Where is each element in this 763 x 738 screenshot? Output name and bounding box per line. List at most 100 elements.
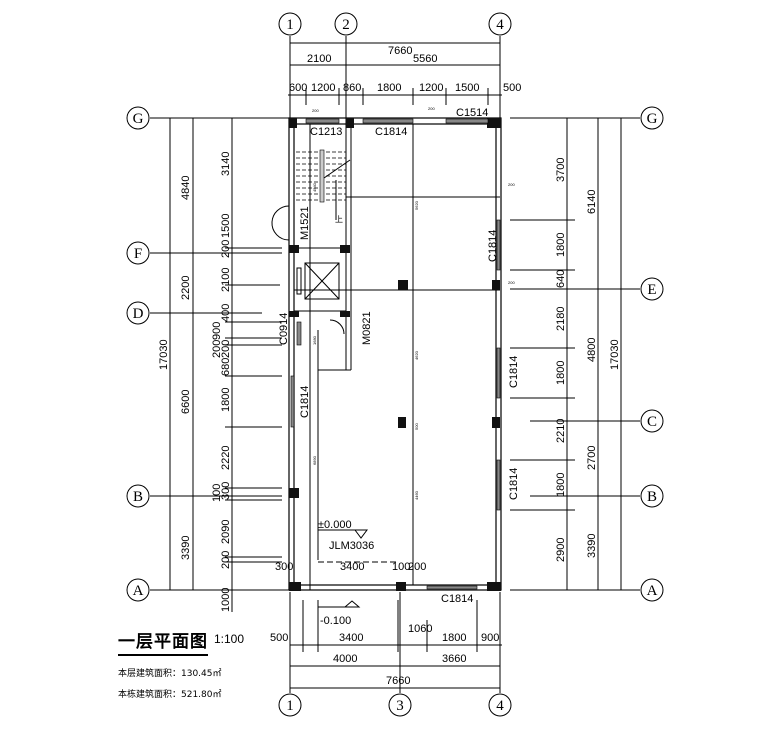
dim-right-sub: 4800 [586, 338, 598, 362]
dim-left-seg: 3140 [220, 152, 232, 176]
small-dim: 200 [508, 280, 515, 285]
axis-bubble-right-A: A [640, 578, 664, 602]
floor-area: 本层建筑面积：130.45㎡ [118, 669, 222, 679]
door-label-m0821: M0821 [361, 311, 373, 345]
doors [271, 205, 396, 608]
axis-bubble-left-G: G [126, 106, 150, 130]
dim-top-seg: 1200 [419, 82, 443, 94]
axis-bubble-bottom-4: 4 [488, 693, 512, 717]
axis-label: 2 [342, 17, 350, 33]
dim-left-sub: 6600 [180, 390, 192, 414]
dim-left-seg: 300 [275, 561, 293, 573]
door-label-m1521: M1521 [299, 206, 311, 240]
dim-right-seg: 2180 [555, 307, 567, 331]
dim-left-seg: 680 [220, 358, 232, 376]
dim-right-seg: 640 [555, 270, 567, 288]
dim-bottom-seg: 500 [270, 632, 288, 644]
dim-left-seg: 100 [211, 484, 223, 502]
dim-left-seg: 2220 [220, 446, 232, 470]
dim-top-sub: 5560 [413, 53, 437, 65]
dim-left-sub: 2200 [180, 276, 192, 300]
window-label-c1814-right3: C1814 [508, 468, 520, 500]
dim-bottom-total: 7660 [386, 675, 410, 687]
axis-label: B [133, 489, 143, 505]
door-side-dim: 200 [408, 561, 426, 573]
structural-columns [289, 118, 501, 591]
building-walls [288, 117, 502, 591]
axis-bubble-right-E: E [640, 277, 664, 301]
window-label-c0914: C0914 [278, 313, 290, 345]
dim-right-seg: 2210 [555, 419, 567, 443]
dim-left-seg: 1500 [220, 214, 232, 238]
axis-label: A [647, 583, 658, 599]
axis-lines [150, 36, 640, 693]
dim-left-seg: 2090 [220, 520, 232, 544]
dim-top-seg: 1800 [377, 82, 401, 94]
top-dimensions: 7660 2100 5560 600 1200 860 1800 1200 15… [288, 42, 521, 105]
window-label-c1814-left: C1814 [299, 386, 311, 418]
window-label-c1814-bottom: C1814 [441, 593, 473, 605]
dim-bottom-seg: 1800 [442, 632, 466, 644]
stair-up-label: 上 [335, 215, 343, 224]
dim-right-seg: 2900 [555, 538, 567, 562]
axis-bubble-bottom-3: 3 [388, 693, 412, 717]
right-dimensions: 3700 1800 640 2180 1800 2210 1800 2900 6… [510, 118, 622, 590]
axis-label: 3 [396, 698, 404, 714]
small-dim: 500 [414, 423, 419, 430]
dim-bottom-seg: 1060 [408, 623, 432, 635]
dim-top-seg: 860 [343, 82, 361, 94]
dim-right-sub: 6140 [586, 190, 598, 214]
axis-bubble-left-D: D [126, 301, 150, 325]
small-dim: 4460 [414, 490, 419, 500]
axis-bubble-top-2: 2 [334, 12, 358, 36]
dim-left-seg: 200 [220, 340, 232, 358]
small-dim: 6890 [312, 455, 317, 465]
axis-label: B [647, 489, 657, 505]
axis-bubble-top-4: 4 [488, 12, 512, 36]
small-dim: 1680 [312, 335, 317, 345]
dim-bottom-sub: 3660 [442, 653, 466, 665]
axis-bubble-left-F: F [126, 241, 150, 265]
dim-bottom-seg: 3400 [339, 632, 363, 644]
axis-label: 1 [286, 698, 294, 714]
door-side-dim: 100 [392, 561, 410, 573]
drawing-scale: 1:100 [214, 632, 245, 646]
elevator-shaft [296, 262, 340, 300]
dim-left-seg: 200 [220, 551, 232, 569]
small-dim: 4620 [414, 350, 419, 360]
dim-bottom-seg: 900 [481, 632, 499, 644]
axis-bubble-left-A: A [126, 578, 150, 602]
stair: 上 [296, 149, 351, 224]
small-dim: 200 [312, 108, 319, 113]
dim-right-seg: 1800 [555, 361, 567, 385]
dim-left-sub: 4840 [180, 176, 192, 200]
dim-right-sub: 3390 [586, 534, 598, 558]
outside-level-label: -0.100 [320, 615, 351, 627]
axis-label: A [133, 583, 144, 599]
small-dim: 200 [508, 182, 515, 187]
window-label-c1814-right: C1814 [487, 230, 499, 262]
door-width-dim: 3400 [340, 561, 364, 573]
dim-left-seg: 200 [211, 340, 223, 358]
axis-label: 1 [286, 17, 294, 33]
axis-label: D [133, 306, 144, 322]
dim-top-seg: 1200 [311, 82, 335, 94]
dim-left-seg: 300 [220, 482, 232, 500]
dim-left-seg: 200 [220, 240, 232, 258]
axis-bubble-right-G: G [640, 106, 664, 130]
axis-label: 4 [496, 17, 504, 33]
dim-left-seg: 900 [211, 322, 223, 340]
left-dimensions: 17030 4840 2200 6600 3390 3140 1500 200 … [158, 118, 293, 612]
dim-right-sub: 2700 [586, 446, 598, 470]
windows [290, 118, 501, 590]
dim-right-seg: 3700 [555, 158, 567, 182]
dim-right-seg: 1800 [555, 233, 567, 257]
small-dim: 200 [428, 106, 435, 111]
small-dim: 5620 [414, 200, 419, 210]
floor-level-label: ±0.000 [318, 519, 352, 531]
dim-left-seg: 400 [220, 304, 232, 322]
axis-bubble-right-C: C [640, 409, 664, 433]
dim-top-seg: 1500 [455, 82, 479, 94]
dim-top-seg: 600 [289, 82, 307, 94]
